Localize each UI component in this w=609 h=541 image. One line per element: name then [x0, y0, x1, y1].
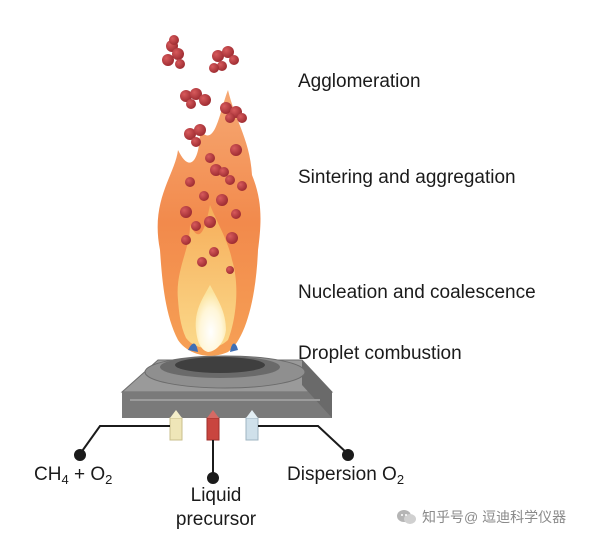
particle [197, 257, 207, 267]
particle [217, 61, 227, 71]
particle [194, 124, 206, 136]
methane-tube [169, 417, 183, 441]
particle [209, 63, 219, 73]
liquid-precursor-label: Liquid precursor [166, 484, 266, 532]
particle [191, 221, 201, 231]
particle [162, 54, 174, 66]
particle [225, 175, 235, 185]
particle [226, 232, 238, 244]
watermark: 知乎号@ 逗迪科学仪器 [396, 507, 566, 527]
particle [237, 113, 247, 123]
particle [225, 113, 235, 123]
particle [229, 55, 239, 65]
particle [190, 88, 202, 100]
stage-label-droplet: Droplet combustion [298, 343, 462, 364]
particle [169, 35, 179, 45]
wechat-icon [397, 510, 416, 524]
oxygen-subscript: 2 [105, 472, 113, 487]
particle [172, 48, 184, 60]
particle [204, 216, 216, 228]
particle [199, 94, 211, 106]
inlet-tubes [169, 410, 259, 441]
stage-label-nucleation: Nucleation and coalescence [298, 282, 536, 303]
particle [231, 209, 241, 219]
particle [210, 164, 222, 176]
particle [184, 128, 196, 140]
liquid-label-line1: Liquid [190, 485, 242, 506]
particle [237, 181, 247, 191]
particle [191, 137, 201, 147]
particle [205, 153, 215, 163]
particle [180, 206, 192, 218]
methane-oxygen-label: CH4 + O2 [34, 464, 112, 486]
leader-lines [74, 425, 354, 484]
particle [185, 177, 195, 187]
dispersion-oxygen-label: Dispersion O2 [287, 464, 404, 486]
particle [209, 247, 219, 257]
particle [175, 59, 185, 69]
particle [199, 191, 209, 201]
particle [212, 50, 224, 62]
stage-label-sintering: Sintering and aggregation [298, 167, 516, 188]
watermark-text: 知乎号@ 逗迪科学仪器 [422, 509, 567, 525]
methane-plus-oxygen: + O [68, 464, 106, 485]
particle [219, 167, 229, 177]
particles [162, 35, 247, 274]
particle [226, 266, 234, 274]
stage-label-agglomeration: Agglomeration [298, 71, 421, 92]
particle [220, 102, 232, 114]
particle [230, 144, 242, 156]
methane-label-part: CH [34, 464, 62, 485]
dispersion-subscript: 2 [396, 472, 405, 487]
liquid-tube [206, 417, 220, 441]
dispersion-tube [245, 417, 259, 441]
particle [181, 235, 191, 245]
particle [180, 90, 192, 102]
liquid-label-line2: precursor [175, 509, 257, 530]
methane-subscript: 4 [61, 472, 69, 487]
burner [120, 355, 334, 418]
particle [216, 194, 228, 206]
dispersion-label-part: Dispersion O [287, 464, 397, 485]
particle [186, 99, 196, 109]
particle [222, 46, 234, 58]
